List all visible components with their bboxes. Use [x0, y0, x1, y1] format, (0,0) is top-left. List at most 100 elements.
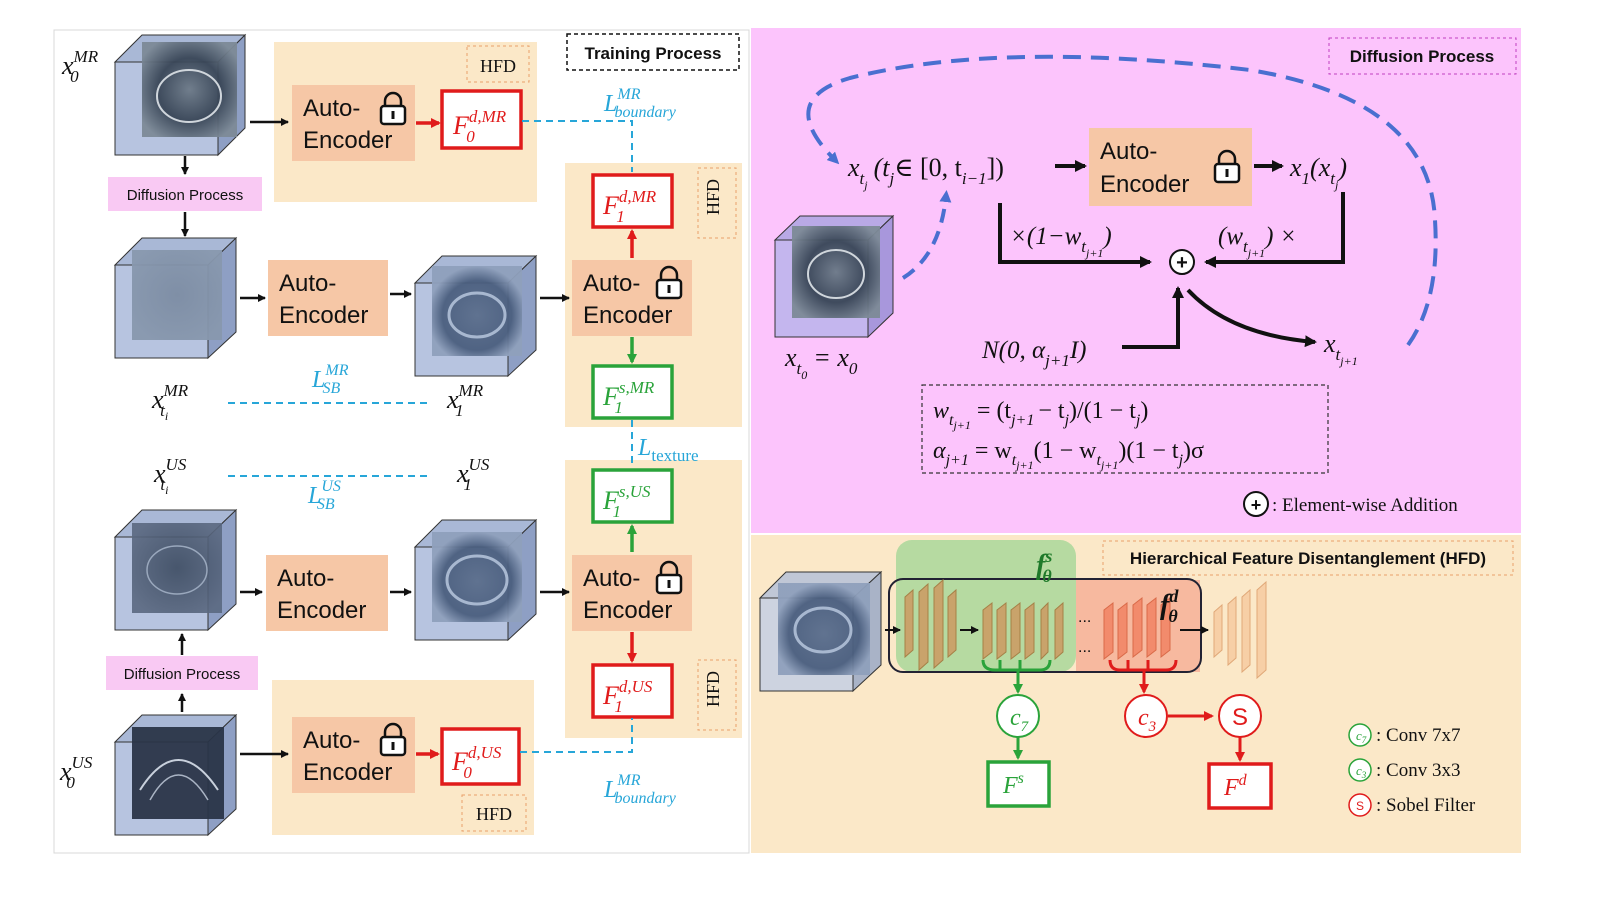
feature-f0-d-mr-box	[440, 89, 523, 150]
hfd-tag-4: HFD	[476, 804, 512, 824]
hfd-tag-1: HFD	[480, 56, 516, 76]
svg-text:Encoder: Encoder	[583, 597, 672, 624]
lock-icon	[655, 265, 683, 300]
svg-text:Auto-: Auto-	[303, 727, 360, 754]
ae-us-frozen: Auto- Encoder	[572, 555, 692, 631]
equation-alpha: αj+1= wtj+1(1 − wtj+1)(1 − tj)σ	[933, 438, 1204, 472]
dots-1: ...	[1078, 609, 1091, 626]
cube-xt0	[773, 214, 895, 339]
feature-f1-s-mr-box	[591, 364, 674, 420]
svg-text:Encoder: Encoder	[583, 302, 672, 329]
training-title: Training Process	[585, 44, 722, 63]
svg-text:c3: c3	[1138, 705, 1156, 735]
diffusion-title-box	[1328, 37, 1517, 75]
svg-text:Encoder: Encoder	[303, 759, 392, 786]
hfd-title: Hierarchical Feature Disentanglement (HF…	[1130, 549, 1486, 568]
svg-text:Auto-: Auto-	[583, 565, 640, 592]
conv-layers-shared-1	[904, 578, 957, 672]
expr-xt0: xt0= x0	[784, 343, 858, 382]
hfd-title-box	[1102, 540, 1514, 576]
conv3-node: c3	[1124, 694, 1168, 738]
hfd-tag-3: HFD	[703, 671, 723, 707]
svg-text:S: S	[1356, 799, 1364, 813]
legend-sobel-icon: S	[1348, 793, 1372, 817]
svg-text:Auto-: Auto-	[583, 270, 640, 297]
feature-f0-d-us-box	[440, 727, 521, 786]
cube-x1-us	[413, 518, 538, 642]
hfd-tag-box-4	[461, 794, 527, 832]
hfd-tag-2: HFD	[703, 179, 723, 215]
svg-text:Encoder: Encoder	[1100, 171, 1189, 198]
diffusion-arrows	[998, 160, 1345, 349]
feature-f1-d-mr-box	[591, 173, 674, 229]
sobel-node: S	[1218, 694, 1262, 738]
loss-texture: Ltexture	[637, 435, 699, 465]
cube-noisy-us	[113, 508, 238, 632]
conv-layers-shared-2	[982, 601, 1064, 661]
legend-conv7-icon: c7	[1348, 723, 1372, 747]
encoder-outline	[888, 578, 1202, 673]
svg-text:Auto-: Auto-	[277, 565, 334, 592]
conv7-node: c7	[996, 694, 1040, 738]
svg-text:+: +	[1251, 495, 1262, 515]
red-branch	[1108, 659, 1245, 762]
cube-hfd-input	[758, 570, 883, 693]
expr-noise: N(0, αj+1I)	[981, 337, 1086, 370]
green-branch	[981, 659, 1052, 760]
ae-mr-mid: Auto- Encoder	[268, 260, 388, 336]
svg-text:Auto-: Auto-	[279, 270, 336, 297]
legend-add-icon: +	[1243, 491, 1269, 517]
svg-text:Encoder: Encoder	[277, 597, 366, 624]
legend-sobel-label: : Sobel Filter	[1376, 795, 1476, 816]
feature-fs: Fs	[1002, 770, 1024, 799]
expr-mult-left: ×(1−wtj+1)	[1010, 223, 1112, 260]
feature-f1-d-us-box	[591, 663, 674, 719]
cube-x0-mr	[113, 33, 247, 157]
expr-mult-right: (wtj+1) ×	[1218, 223, 1297, 260]
lock-icon	[379, 722, 407, 757]
dots-2: ...	[1078, 639, 1091, 656]
svg-text:Encoder: Encoder	[303, 127, 392, 154]
svg-text:c7: c7	[1356, 728, 1367, 745]
diffusion-label-us: Diffusion Process	[124, 666, 240, 683]
expr-x1: x1(xtj)	[1289, 153, 1347, 192]
expr-xtj1: xtj+1	[1323, 329, 1358, 368]
diffusion-box-mr	[108, 177, 262, 211]
legend-conv3-label: : Conv 3x3	[1376, 760, 1460, 781]
expr-xtj-range: xtj(tj∈ [0, ti−1])	[847, 153, 1004, 192]
cube-x0-us	[113, 713, 238, 837]
ae-us-mid: Auto- Encoder	[266, 555, 388, 631]
hfd-tag-box-1	[466, 45, 530, 83]
svg-text:c3: c3	[1356, 763, 1367, 780]
init-arrow	[901, 190, 952, 280]
loop-arrow	[806, 54, 1438, 347]
plus-icon: +	[1169, 249, 1195, 275]
svg-text:c7: c7	[1010, 705, 1030, 735]
cube-noisy-mr	[113, 236, 238, 360]
diffusion-label-mr: Diffusion Process	[127, 187, 243, 204]
svg-text:Encoder: Encoder	[279, 302, 368, 329]
svg-text:Auto-: Auto-	[1100, 138, 1157, 165]
loss-lines	[228, 120, 633, 753]
svg-text:+: +	[1176, 252, 1188, 274]
feature-fd: Fd	[1223, 772, 1248, 801]
legend-add-label: : Element-wise Addition	[1272, 495, 1458, 516]
training-title-box	[566, 33, 740, 71]
